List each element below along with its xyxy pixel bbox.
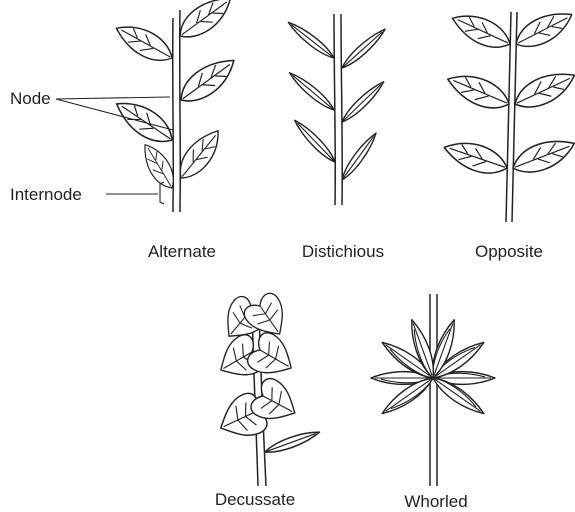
alternate-plant	[110, 0, 242, 212]
caption-decussate: Decussate	[215, 490, 295, 509]
decussate-plant	[211, 290, 321, 486]
caption-distichious: Distichious	[302, 242, 384, 261]
internode-label: Internode	[10, 185, 82, 204]
internode-callout: Internode	[10, 185, 158, 204]
opposite-plant	[440, 5, 575, 222]
caption-alternate: Alternate	[148, 242, 216, 261]
caption-whorled: Whorled	[404, 492, 467, 511]
node-label: Node	[10, 89, 51, 108]
distichious-plant	[286, 14, 389, 205]
whorled-plant	[371, 294, 495, 486]
caption-opposite: Opposite	[475, 242, 543, 261]
